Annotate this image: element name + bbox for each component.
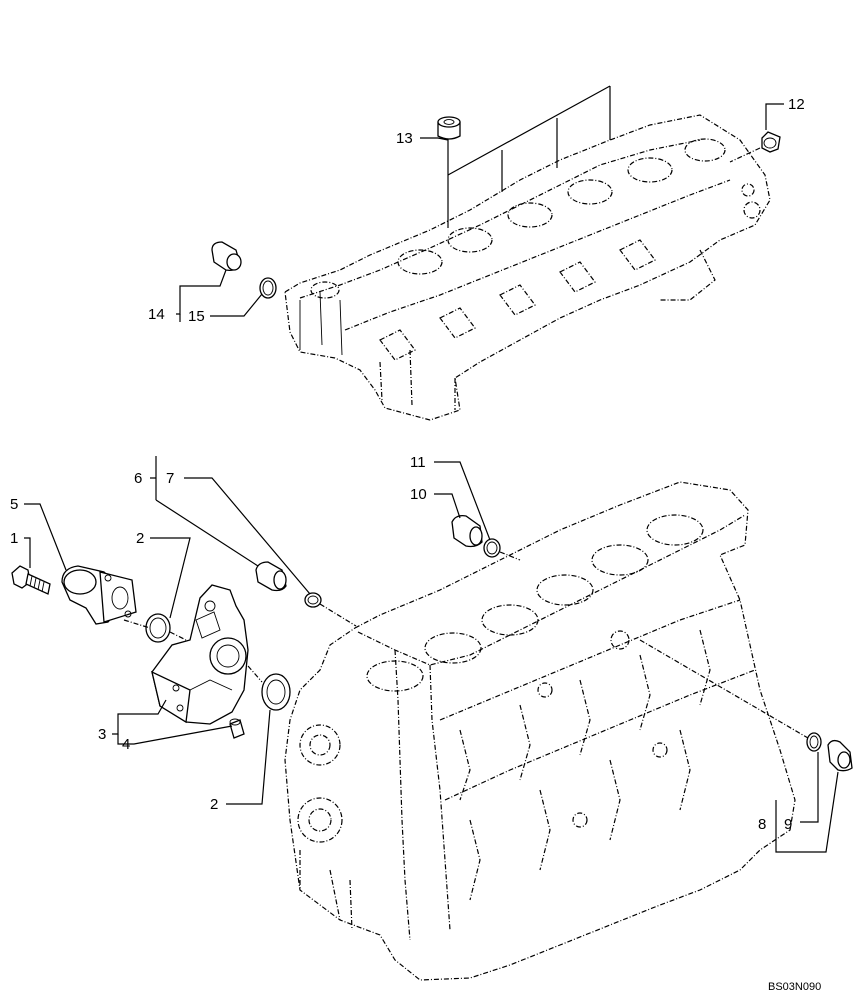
- part-13-cap: [437, 116, 461, 140]
- callout-15: 15: [188, 308, 205, 325]
- part-15-oring: [259, 277, 277, 299]
- callout-12: 12: [788, 96, 805, 113]
- engine-block: [284, 481, 796, 981]
- callout-10: 10: [410, 486, 427, 503]
- drawing-code: BS03N090: [768, 981, 821, 993]
- callout-2-upper: 2: [136, 530, 144, 547]
- callout-7: 7: [166, 470, 174, 487]
- callout-3: 3: [98, 726, 106, 743]
- part-11-oring: [483, 538, 501, 558]
- part-1-bolt: [11, 565, 51, 595]
- callout-14: 14: [148, 306, 165, 323]
- callout-11: 11: [410, 454, 426, 471]
- callout-8: 8: [758, 816, 766, 833]
- part-12-plug: [761, 131, 781, 153]
- part-7-oring: [304, 592, 322, 608]
- part-3-body: [151, 584, 249, 725]
- part-9-oring: [806, 732, 822, 752]
- part-4-pin: [229, 718, 245, 739]
- part-10-plug: [451, 514, 483, 548]
- callout-9: 9: [784, 816, 792, 833]
- part-6-plug: [255, 561, 287, 592]
- part-8-plug: [827, 739, 853, 772]
- callout-13: 13: [396, 130, 413, 147]
- part-2-seal-lower: [261, 673, 291, 711]
- callout-4: 4: [122, 736, 130, 753]
- callout-5: 5: [10, 496, 18, 513]
- part-2-seal-upper: [145, 613, 171, 643]
- leader-lines: [24, 85, 839, 853]
- callout-1: 1: [10, 530, 18, 547]
- callout-6: 6: [134, 470, 142, 487]
- cylinder-head: [284, 114, 771, 421]
- part-5-housing: [61, 565, 137, 625]
- part-14-plug: [211, 241, 242, 272]
- callout-labels: 13 12 14 15 11 10 6 7 5 1 2 3 4 2 8 9 BS…: [10, 96, 821, 993]
- callout-2-lower: 2: [210, 796, 218, 813]
